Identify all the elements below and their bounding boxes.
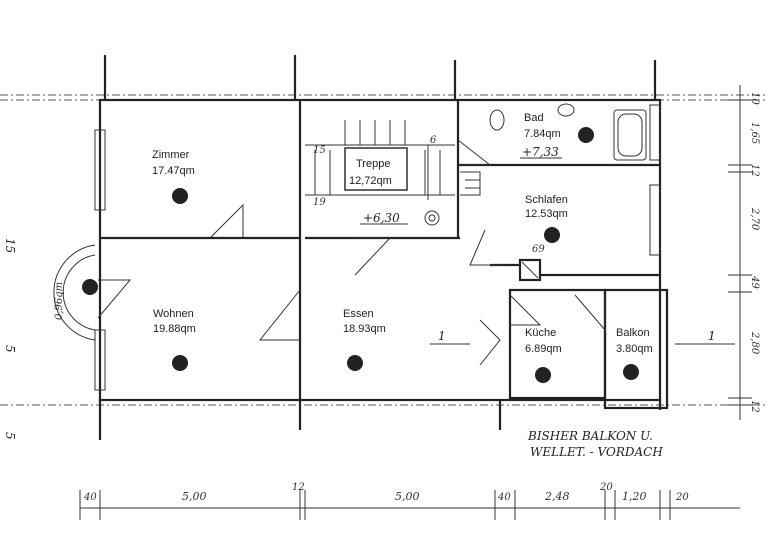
- stair-number: 19: [313, 197, 326, 208]
- room-essen: Essen 18.93qm: [343, 308, 386, 371]
- room-treppe: Treppe 12,72qm: [344, 147, 408, 191]
- dimension-chain-right: 10 1,65 12 2,70 49 2,80 12: [728, 92, 760, 413]
- room-marker: [535, 367, 551, 383]
- edge-label: 5: [3, 345, 17, 353]
- stair-number: 15: [313, 145, 326, 156]
- room-name: Zimmer: [152, 149, 190, 161]
- bay-marker: [82, 279, 98, 295]
- room-name: Balkon: [616, 327, 650, 339]
- note-line: BISHER BALKON U.: [527, 429, 653, 443]
- bad-level: +7,33: [522, 145, 559, 159]
- room-area: 19.88qm: [153, 323, 196, 335]
- room-balkon: Balkon 3.80qm: [616, 327, 653, 380]
- dim-label: 49: [749, 275, 760, 289]
- room-area: 7.84qm: [524, 128, 561, 140]
- stair-number: 6: [430, 135, 437, 146]
- room-area: 12,72qm: [349, 175, 392, 187]
- dim-label: 12: [292, 482, 305, 493]
- room-name: Treppe: [356, 158, 390, 170]
- room-area: 18.93qm: [343, 323, 386, 335]
- dim-label: 40: [497, 492, 511, 503]
- room-area: 17.47qm: [152, 165, 195, 177]
- room-marker: [578, 127, 594, 143]
- room-kueche: Küche 6.89qm: [525, 327, 562, 383]
- room-area: 12.53qm: [525, 208, 568, 220]
- walls: [53, 55, 669, 440]
- room-name: Küche: [525, 327, 556, 339]
- dimension-chain-bottom: 40 5,00 12 5,00 40 2,48 20 1,20 20: [79, 482, 689, 520]
- room-schlafen: Schlafen 12.53qm: [525, 194, 568, 243]
- room-marker: [347, 355, 363, 371]
- edge-label: 5: [3, 432, 17, 440]
- treppe-level: +6,30: [363, 211, 400, 225]
- room-name: Essen: [343, 308, 374, 320]
- room-name: Schlafen: [525, 194, 568, 206]
- dim-label: 2,80: [749, 331, 760, 355]
- section-marker: 1: [438, 329, 446, 343]
- dim-label: 20: [675, 492, 689, 503]
- room-name: Wohnen: [153, 308, 194, 320]
- room-area: 3.80qm: [616, 343, 653, 355]
- dim-label: 1,20: [622, 490, 647, 503]
- room-marker: [544, 227, 560, 243]
- dim-label: 2,70: [749, 207, 760, 231]
- chimney-label: 69: [532, 244, 545, 255]
- dim-label: 5,00: [182, 490, 207, 503]
- dim-label: 10: [749, 92, 760, 105]
- room-area: 6.89qm: [525, 343, 562, 355]
- door-swings: [97, 139, 606, 366]
- dim-label: 12: [749, 400, 760, 413]
- dim-label: 20: [599, 482, 613, 493]
- section-marker: 1: [708, 329, 716, 343]
- room-zimmer: Zimmer 17.47qm: [152, 149, 195, 204]
- staircase: [305, 120, 481, 226]
- room-marker: [623, 364, 639, 380]
- note-line: WELLET. - VORDACH: [530, 445, 663, 459]
- room-name: Bad: [524, 112, 544, 124]
- room-bad: Bad 7.84qm: [524, 112, 594, 143]
- dim-label: 40: [83, 492, 97, 503]
- dim-label: 12: [749, 164, 760, 177]
- dim-label: 2,48: [544, 490, 570, 503]
- room-wohnen: Wohnen 19.88qm: [153, 308, 196, 371]
- edge-label: 15: [3, 238, 17, 253]
- room-marker: [172, 355, 188, 371]
- bay-area: 0,96qm: [54, 282, 65, 320]
- room-marker: [172, 188, 188, 204]
- annotations: +7,33 +6,30 19 15 6 69 0,96qm 1 1 BISHER…: [3, 135, 735, 459]
- dim-label: 5,00: [395, 490, 420, 503]
- dim-label: 1,65: [749, 122, 760, 144]
